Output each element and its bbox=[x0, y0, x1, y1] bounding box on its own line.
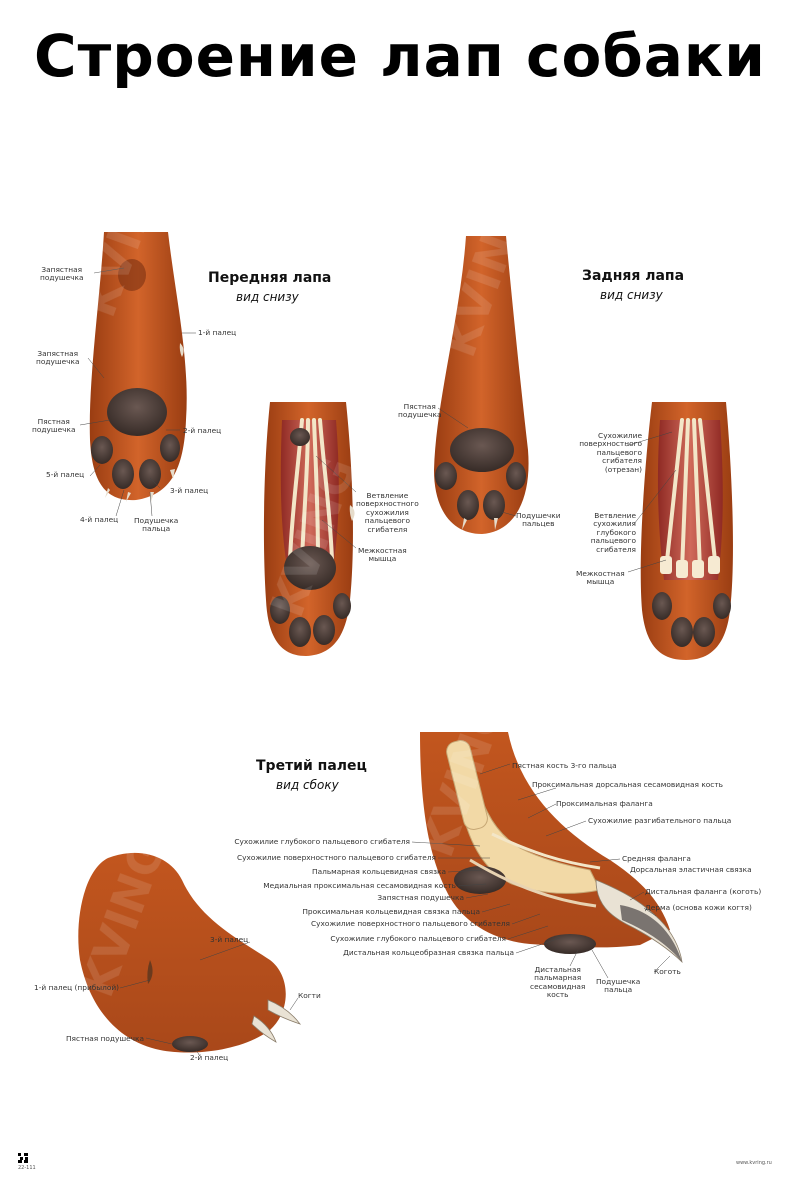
hind-paw-dissected bbox=[640, 402, 733, 660]
third-toe-heading: Третий палец bbox=[256, 758, 367, 774]
label-toe-prox-phalanx: Проксимальная фаланга bbox=[556, 799, 653, 808]
label-front-toe-2: 2-й палец bbox=[183, 426, 222, 435]
label-hind-deep-branch: Ветвление сухожилия глубокого пальцевого… bbox=[590, 511, 636, 554]
leader-lines bbox=[79, 267, 677, 1057]
label-front-metacarpal-pad: Пястная подушечка bbox=[32, 417, 76, 435]
svg-text:KVING: KVING bbox=[432, 191, 539, 364]
label-toe-deep-flexor-1: Сухожилие глубокого пальцевого сгибателя bbox=[234, 837, 410, 846]
label-side-toe-2: 2-й палец bbox=[190, 1053, 229, 1062]
front-paw-dissected bbox=[263, 402, 355, 656]
metatarsal-pad bbox=[450, 428, 514, 472]
label-toe-palmar-annular-ligament: Пальмарная кольцевидная связка bbox=[312, 867, 446, 876]
label-front-interosseous: Межкостная мышца bbox=[358, 546, 407, 564]
label-toe-prox-annular-ligament: Проксимальная кольцевидная связка пальца bbox=[302, 907, 480, 916]
label-toe-prox-dorsal-sesamoid: Проксимальная дорсальная сесамовидная ко… bbox=[532, 780, 724, 789]
label-toe-claw-dermis: Дерма (основа кожи когтя) bbox=[645, 903, 752, 912]
label-hind-interosseous: Межкостная мышца bbox=[576, 569, 625, 587]
label-toe-digital-pad: Подушечка пальца bbox=[596, 977, 641, 995]
label-hind-metatarsal-pad: Пястная подушечка bbox=[398, 402, 442, 420]
label-front-digital-pad: Подушечка пальца bbox=[134, 516, 179, 534]
third-toe-subheading: вид сбоку bbox=[276, 778, 339, 792]
label-front-carpal-pad: Запястная подушечка bbox=[36, 349, 80, 367]
metacarpal-pad bbox=[107, 388, 167, 436]
label-front-toe-3: 3-й палец bbox=[170, 486, 209, 495]
hind-paw-subheading: вид снизу bbox=[600, 288, 663, 302]
label-front-toe-4: 4-й палец bbox=[80, 515, 119, 524]
label-toe-carpal-pad: Запястная подушечка bbox=[377, 893, 464, 902]
label-toe-distal-sesamoid: Дистальная пальмарная сесамовидная кость bbox=[530, 965, 586, 1000]
hind-paw-heading: Задняя лапа bbox=[582, 268, 685, 284]
footer-site: www.kvring.ru bbox=[736, 1160, 772, 1166]
footer-code: 22-111 bbox=[18, 1165, 36, 1171]
label-hind-digital-pads: Подушечки пальцев bbox=[516, 511, 561, 529]
label-toe-deep-flexor-2: Сухожилие глубокого пальцевого сгибателя bbox=[330, 934, 506, 943]
label-toe-metacarpal-bone: Пястная кость 3-го пальца bbox=[512, 761, 617, 770]
third-toe-anatomy bbox=[420, 732, 683, 964]
label-front-carpal-pad-upper: Запястная подушечка bbox=[40, 265, 84, 283]
label-side-claws: Когти bbox=[298, 991, 321, 1000]
label-front-toe-1: 1-й палец bbox=[198, 328, 237, 337]
label-toe-medial-prox-sesamoid: Медиальная проксимальная сесамовидная ко… bbox=[263, 881, 456, 890]
label-front-superficial-branch: Ветвление поверхностного сухожилия пальц… bbox=[356, 491, 419, 534]
qr-code-icon bbox=[18, 1153, 28, 1163]
label-toe-superficial-flexor-2: Сухожилие поверхностного пальцевого сгиб… bbox=[311, 919, 510, 928]
label-side-toe-3: 3-й палец bbox=[210, 935, 249, 944]
hind-paw-bottom-view bbox=[434, 236, 529, 534]
label-side-metacarpal-pad: Пястная подушечка bbox=[66, 1034, 145, 1043]
front-paw-heading: Передняя лапа bbox=[208, 270, 332, 286]
label-toe-claw: Коготь bbox=[654, 967, 681, 976]
label-toe-middle-phalanx: Средняя фаланга bbox=[622, 854, 691, 863]
label-side-toe-1: 1-й палец (прибылой) bbox=[34, 983, 120, 992]
label-hind-superficial-tendon-cut: Сухожилие поверхностного пальцевого сгиб… bbox=[579, 431, 642, 474]
label-toe-superficial-flexor-1: Сухожилие поверхностного пальцевого сгиб… bbox=[237, 853, 436, 862]
page-title: Строение лап собаки bbox=[34, 22, 766, 90]
label-toe-dorsal-elastic-ligament: Дорсальная эластичная связка bbox=[630, 865, 752, 874]
label-toe-distal-phalanx: Дистальная фаланга (коготь) bbox=[645, 887, 762, 896]
label-toe-distal-annular-ligament: Дистальная кольцеобразная связка пальца bbox=[343, 948, 514, 957]
label-front-toe-5: 5-й палец bbox=[46, 470, 85, 479]
carpal-pad-upper bbox=[118, 259, 146, 291]
paw-side-view bbox=[78, 852, 302, 1053]
front-paw-bottom-view bbox=[89, 232, 187, 502]
front-paw-subheading: вид снизу bbox=[236, 290, 299, 304]
label-toe-extensor-tendon: Сухожилие разгибательного пальца bbox=[588, 816, 732, 825]
